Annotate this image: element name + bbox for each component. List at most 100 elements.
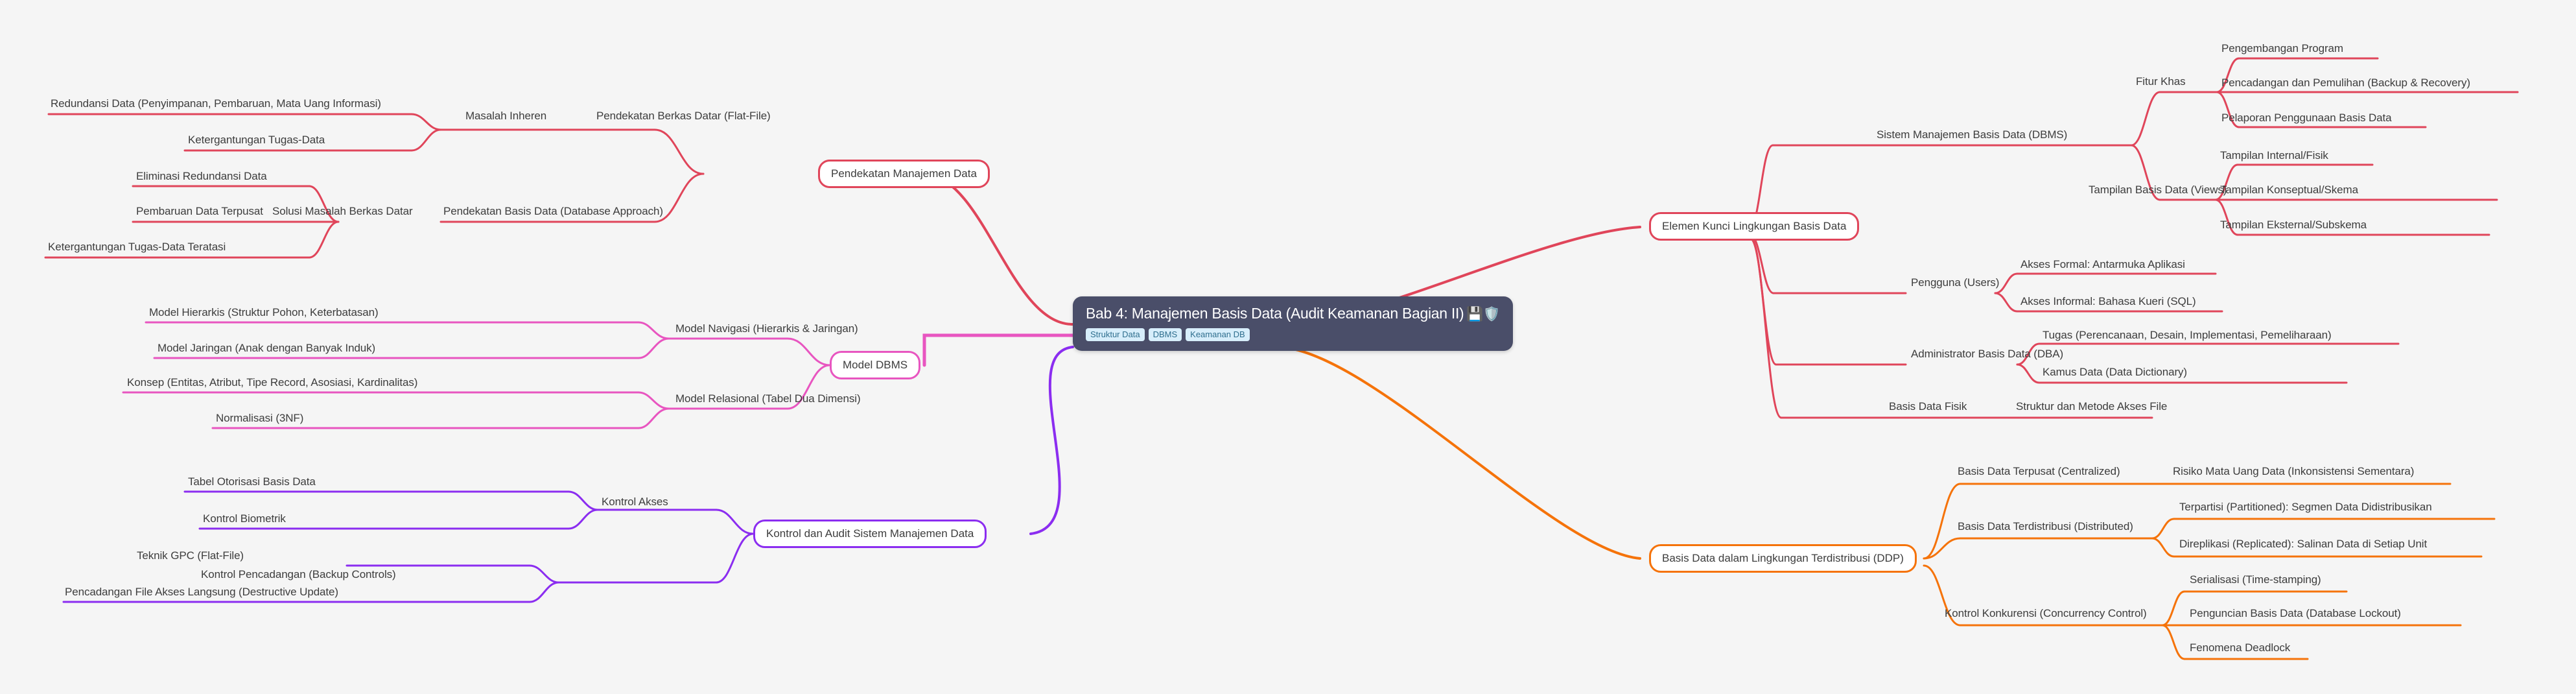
node-basis-data-fisik[interactable]: Basis Data Fisik <box>1889 400 1967 413</box>
node-pelaporan-penggunaan[interactable]: Pelaporan Penggunaan Basis Data <box>2221 112 2392 125</box>
node-akses-informal[interactable]: Akses Informal: Bahasa Kueri (SQL) <box>2020 295 2196 308</box>
node-label: Model Relasional (Tabel Dua Dimensi) <box>675 392 861 405</box>
branch-label: Elemen Kunci Lingkungan Basis Data <box>1662 220 1847 232</box>
branch-kontrol-dan-audit[interactable]: Kontrol dan Audit Sistem Manajemen Data <box>753 520 987 548</box>
node-label: Pelaporan Penggunaan Basis Data <box>2221 112 2392 125</box>
branch-model-dbms[interactable]: Model DBMS <box>830 351 921 379</box>
node-pencadangan-file-akses-langsung[interactable]: Pencadangan File Akses Langsung (Destruc… <box>65 586 338 599</box>
node-pengguna-users[interactable]: Pengguna (Users) <box>1911 276 1999 289</box>
node-label: Teknik GPC (Flat-File) <box>137 549 244 562</box>
node-kontrol-pencadangan[interactable]: Kontrol Pencadangan (Backup Controls) <box>201 568 396 581</box>
branch-label: Pendekatan Manajemen Data <box>831 167 977 180</box>
branch-elemen-kunci[interactable]: Elemen Kunci Lingkungan Basis Data <box>1649 212 1860 241</box>
node-label: Struktur dan Metode Akses File <box>2016 400 2168 413</box>
node-model-navigasi[interactable]: Model Navigasi (Hierarkis & Jaringan) <box>675 322 858 335</box>
node-basis-data-terdistribusi[interactable]: Basis Data Terdistribusi (Distributed) <box>1958 520 2133 533</box>
node-pendekatan-berkas-datar[interactable]: Pendekatan Berkas Datar (Flat-File) <box>596 110 771 123</box>
node-kontrol-biometrik[interactable]: Kontrol Biometrik <box>203 512 286 525</box>
node-label: Tugas (Perencanaan, Desain, Implementasi… <box>2043 329 2332 342</box>
node-label: Basis Data Terdistribusi (Distributed) <box>1958 520 2133 533</box>
node-label: Administrator Basis Data (DBA) <box>1911 348 2064 361</box>
root-tag-keamanan-db: Keamanan DB <box>1186 328 1250 341</box>
node-tugas-dba[interactable]: Tugas (Perencanaan, Desain, Implementasi… <box>2043 329 2332 342</box>
node-label: Tabel Otorisasi Basis Data <box>188 475 316 488</box>
node-konsep-relasional[interactable]: Konsep (Entitas, Atribut, Tipe Record, A… <box>127 376 417 389</box>
node-label: Normalisasi (3NF) <box>216 412 304 425</box>
node-ketergantungan-tugas-data-teratasi[interactable]: Ketergantungan Tugas-Data Teratasi <box>48 241 226 254</box>
node-terpartisi[interactable]: Terpartisi (Partitioned): Segmen Data Di… <box>2179 501 2432 514</box>
node-penguncian-basis-data[interactable]: Penguncian Basis Data (Database Lockout) <box>2190 607 2401 620</box>
node-administrator-basis-data[interactable]: Administrator Basis Data (DBA) <box>1911 348 2063 361</box>
node-label: Pendekatan Basis Data (Database Approach… <box>443 205 663 218</box>
node-label: Akses Formal: Antarmuka Aplikasi <box>2020 258 2185 271</box>
node-label: Pengembangan Program <box>2221 42 2343 55</box>
node-label: Fitur Khas <box>2136 75 2186 88</box>
node-serialisasi[interactable]: Serialisasi (Time-stamping) <box>2190 573 2321 586</box>
node-label: Pembaruan Data Terpusat <box>136 205 263 218</box>
root-node[interactable]: Bab 4: Manajemen Basis Data (Audit Keama… <box>1073 296 1514 351</box>
node-pencadangan-pemulihan[interactable]: Pencadangan dan Pemulihan (Backup & Reco… <box>2221 77 2470 90</box>
node-kamus-data[interactable]: Kamus Data (Data Dictionary) <box>2043 366 2187 379</box>
node-pendekatan-basis-data[interactable]: Pendekatan Basis Data (Database Approach… <box>443 205 663 218</box>
node-label: Tampilan Basis Data (Views) <box>2089 184 2227 197</box>
node-kontrol-akses[interactable]: Kontrol Akses <box>602 496 668 509</box>
node-label: Kontrol Pencadangan (Backup Controls) <box>201 568 396 581</box>
node-label: Redundansi Data (Penyimpanan, Pembaruan,… <box>51 97 381 110</box>
node-label: Model Jaringan (Anak dengan Banyak Induk… <box>158 342 376 355</box>
node-label: Tampilan Eksternal/Subskema <box>2220 219 2367 232</box>
branch-pendekatan-manajemen-data[interactable]: Pendekatan Manajemen Data <box>818 160 990 188</box>
branch-ddp[interactable]: Basis Data dalam Lingkungan Terdistribus… <box>1649 544 1917 573</box>
node-label: Pencadangan File Akses Langsung (Destruc… <box>65 586 338 599</box>
node-label: Direplikasi (Replicated): Salinan Data d… <box>2179 538 2428 551</box>
root-tag-dbms: DBMS <box>1148 328 1182 341</box>
node-sistem-manajemen-basis-data[interactable]: Sistem Manajemen Basis Data (DBMS) <box>1877 128 2067 141</box>
branch-label: Basis Data dalam Lingkungan Terdistribus… <box>1662 552 1904 564</box>
node-model-relasional[interactable]: Model Relasional (Tabel Dua Dimensi) <box>675 392 861 405</box>
node-pembaruan-data-terpusat[interactable]: Pembaruan Data Terpusat <box>136 205 263 218</box>
node-ketergantungan-tugas-data[interactable]: Ketergantungan Tugas-Data <box>188 134 325 147</box>
node-akses-formal[interactable]: Akses Formal: Antarmuka Aplikasi <box>2020 258 2185 271</box>
node-tampilan-basis-data-views[interactable]: Tampilan Basis Data (Views) <box>2089 184 2227 197</box>
node-label: Akses Informal: Bahasa Kueri (SQL) <box>2020 295 2196 308</box>
node-label: Serialisasi (Time-stamping) <box>2190 573 2321 586</box>
branch-label: Kontrol dan Audit Sistem Manajemen Data <box>766 527 974 540</box>
branch-label: Model DBMS <box>843 359 908 371</box>
node-label: Fenomena Deadlock <box>2190 641 2291 654</box>
node-label: Risiko Mata Uang Data (Inkonsistensi Sem… <box>2173 465 2415 478</box>
node-tampilan-konseptual-skema[interactable]: Tampilan Konseptual/Skema <box>2220 184 2358 197</box>
node-pengembangan-program[interactable]: Pengembangan Program <box>2221 42 2343 55</box>
node-label: Kontrol Biometrik <box>203 512 286 525</box>
node-normalisasi-3nf[interactable]: Normalisasi (3NF) <box>216 412 303 425</box>
node-tampilan-eksternal-subskema[interactable]: Tampilan Eksternal/Subskema <box>2220 219 2367 232</box>
node-risiko-mata-uang-data[interactable]: Risiko Mata Uang Data (Inkonsistensi Sem… <box>2173 465 2414 478</box>
node-label: Tampilan Internal/Fisik <box>2220 149 2328 162</box>
node-direplikasi[interactable]: Direplikasi (Replicated): Salinan Data d… <box>2179 538 2427 551</box>
node-label: Konsep (Entitas, Atribut, Tipe Record, A… <box>127 376 418 389</box>
node-tampilan-internal-fisik[interactable]: Tampilan Internal/Fisik <box>2220 149 2328 162</box>
node-label: Sistem Manajemen Basis Data (DBMS) <box>1877 128 2068 141</box>
node-masalah-inheren[interactable]: Masalah Inheren <box>465 110 546 123</box>
node-label: Ketergantungan Tugas-Data Teratasi <box>48 241 226 254</box>
node-fenomena-deadlock[interactable]: Fenomena Deadlock <box>2190 641 2290 654</box>
node-struktur-metode-akses-file[interactable]: Struktur dan Metode Akses File <box>2016 400 2167 413</box>
node-model-hierarkis[interactable]: Model Hierarkis (Struktur Pohon, Keterba… <box>149 306 379 319</box>
node-basis-data-terpusat[interactable]: Basis Data Terpusat (Centralized) <box>1958 465 2120 478</box>
node-tabel-otorisasi-basis-data[interactable]: Tabel Otorisasi Basis Data <box>188 475 316 488</box>
node-label: Terpartisi (Partitioned): Segmen Data Di… <box>2179 501 2432 514</box>
node-label: Tampilan Konseptual/Skema <box>2220 184 2358 197</box>
node-eliminasi-redundansi-data[interactable]: Eliminasi Redundansi Data <box>136 170 267 183</box>
node-label: Solusi Masalah Berkas Datar <box>272 205 413 218</box>
node-solusi-masalah-berkas-datar[interactable]: Solusi Masalah Berkas Datar <box>272 205 413 218</box>
root-icons: 💾🛡️ <box>1466 307 1501 322</box>
root-tag-struktur-data: Struktur Data <box>1086 328 1145 341</box>
node-fitur-khas[interactable]: Fitur Khas <box>2136 75 2186 88</box>
node-teknik-gpc[interactable]: Teknik GPC (Flat-File) <box>137 549 244 562</box>
node-label: Masalah Inheren <box>465 110 547 123</box>
node-label: Eliminasi Redundansi Data <box>136 170 267 183</box>
node-model-jaringan[interactable]: Model Jaringan (Anak dengan Banyak Induk… <box>158 342 375 355</box>
node-label: Kamus Data (Data Dictionary) <box>2043 366 2187 379</box>
node-kontrol-konkurensi[interactable]: Kontrol Konkurensi (Concurrency Control) <box>1945 607 2147 620</box>
node-redundansi-data[interactable]: Redundansi Data (Penyimpanan, Pembaruan,… <box>51 97 381 110</box>
node-label: Kontrol Akses <box>602 496 668 509</box>
